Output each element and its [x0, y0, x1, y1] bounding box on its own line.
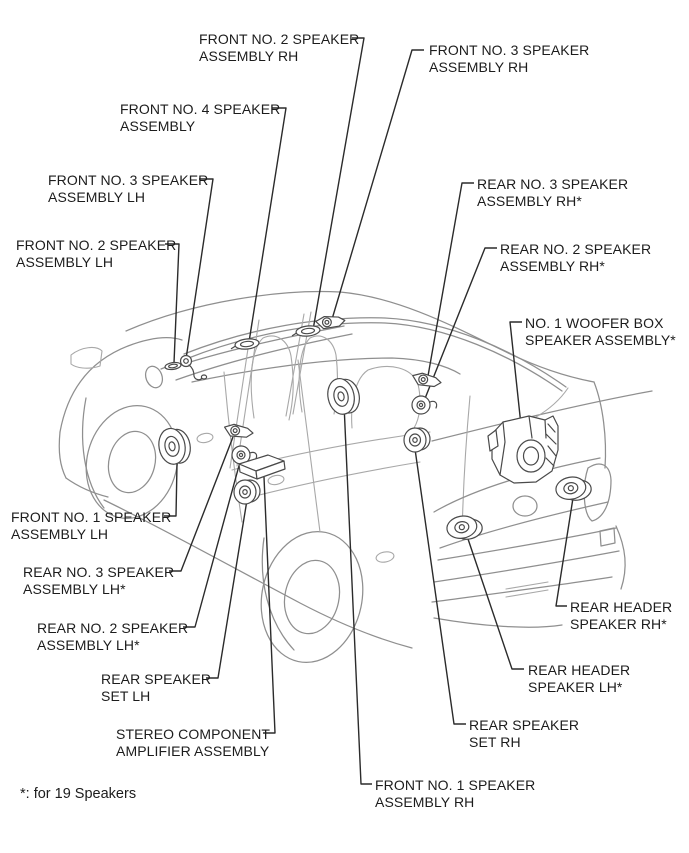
rear-header-speaker-lh-label-line1: REAR HEADER — [528, 662, 631, 678]
leader-line-rear-speaker-set-lh-label — [206, 499, 248, 679]
leader-line-rear-speaker-set-rh-label — [414, 448, 466, 725]
front-no4-speaker-label-line2: ASSEMBLY — [120, 118, 196, 134]
leader-line-front-no3-speaker-lh-label — [185, 178, 214, 360]
rear-speaker-set-rh-label-line2: SET RH — [469, 734, 521, 750]
rear-no3-speaker-rh-label-line2: ASSEMBLY RH* — [477, 193, 582, 209]
front-no1-speaker-rh-label-line2: ASSEMBLY RH — [375, 794, 475, 810]
rear-speaker-set-rh-label-line1: REAR SPEAKER — [469, 717, 580, 733]
rear-no3-speaker-lh-label-line1: REAR NO. 3 SPEAKER — [23, 564, 175, 580]
rear-speaker-set-rh-part — [403, 427, 431, 453]
rear-header-speaker-lh-label-line2: SPEAKER LH* — [528, 679, 623, 695]
front-no1-speaker-lh-part — [155, 424, 194, 467]
stereo-amplifier-label-line1: STEREO COMPONENT — [116, 726, 271, 742]
stereo-amplifier-label-line2: AMPLIFIER ASSEMBLY — [116, 743, 270, 759]
front-no2-speaker-lh-part — [164, 360, 182, 372]
front-no2-speaker-lh-label-line2: ASSEMBLY LH — [16, 254, 114, 270]
leader-line-stereo-amplifier-label — [263, 476, 276, 734]
front-no1-speaker-lh-label-line2: ASSEMBLY LH — [11, 526, 109, 542]
leader-line-rear-no3-speaker-rh-label — [427, 182, 474, 377]
front-no4-speaker-label-line1: FRONT NO. 4 SPEAKER — [120, 101, 281, 117]
front-no3-speaker-rh-label-line2: ASSEMBLY RH — [429, 59, 529, 75]
leader-line-front-no4-speaker-label — [248, 107, 287, 343]
rear-no3-speaker-lh-part — [222, 422, 255, 440]
front-no2-speaker-lh-label-line1: FRONT NO. 2 SPEAKER — [16, 237, 177, 253]
front-no1-speaker-rh-part — [323, 374, 363, 418]
rear-header-speaker-rh-label-line2: SPEAKER RH* — [570, 616, 667, 632]
rear-header-speaker-lh-part — [444, 512, 485, 544]
front-no1-speaker-rh-label-line1: FRONT NO. 1 SPEAKER — [375, 777, 536, 793]
rear-header-speaker-rh-label-line1: REAR HEADER — [570, 599, 673, 615]
no1-woofer-box-label-line1: NO. 1 WOOFER BOX — [525, 315, 664, 331]
front-no3-speaker-lh-label-line2: ASSEMBLY LH — [48, 189, 146, 205]
front-no3-speaker-rh-label-line1: FRONT NO. 3 SPEAKER — [429, 42, 590, 58]
leader-line-rear-header-speaker-lh-label — [466, 535, 524, 670]
leader-line-front-no3-speaker-rh-label — [329, 49, 424, 327]
front-no3-speaker-lh-label-line1: FRONT NO. 3 SPEAKER — [48, 172, 209, 188]
rear-no2-speaker-rh-label-line2: ASSEMBLY RH* — [500, 258, 605, 274]
leader-line-front-no2-speaker-rh-label — [312, 37, 365, 331]
rear-no3-speaker-rh-label-line1: REAR NO. 3 SPEAKER — [477, 176, 629, 192]
rear-no2-speaker-rh-label-line1: REAR NO. 2 SPEAKER — [500, 241, 652, 257]
rear-header-speaker-rh-part — [553, 473, 594, 505]
rear-no2-speaker-rh-part — [411, 395, 438, 415]
leader-line-front-no1-speaker-rh-label — [343, 403, 372, 785]
footnote-19-speakers: *: for 19 Speakers — [20, 786, 137, 802]
leader-lines — [164, 37, 574, 785]
rear-speaker-set-lh-label-line2: SET LH — [101, 688, 151, 704]
front-no1-speaker-lh-label-line1: FRONT NO. 1 SPEAKER — [11, 509, 172, 525]
front-no2-speaker-rh-label-line1: FRONT NO. 2 SPEAKER — [199, 31, 360, 47]
no1-woofer-box-speaker-part — [487, 415, 559, 484]
front-no2-speaker-rh-label-line2: ASSEMBLY RH — [199, 48, 299, 64]
front-no3-speaker-lh-part — [179, 354, 208, 381]
leader-line-rear-no3-speaker-lh-label — [169, 436, 234, 572]
rear-no2-speaker-lh-label-line1: REAR NO. 2 SPEAKER — [37, 620, 189, 636]
leader-line-no1-woofer-box-label — [509, 321, 524, 445]
rear-no2-speaker-lh-label-line2: ASSEMBLY LH* — [37, 637, 140, 653]
rear-no3-speaker-lh-label-line2: ASSEMBLY LH* — [23, 581, 126, 597]
rear-speaker-set-lh-part — [233, 479, 261, 505]
leader-line-rear-header-speaker-rh-label — [555, 497, 574, 607]
leader-line-rear-no2-speaker-lh-label — [183, 461, 241, 628]
rear-no3-speaker-rh-part — [410, 371, 443, 390]
leader-line-front-no1-speaker-lh-label — [164, 463, 178, 517]
leader-line-rear-no2-speaker-rh-label — [423, 247, 497, 402]
no1-woofer-box-label-line2: SPEAKER ASSEMBLY* — [525, 332, 676, 348]
leader-line-front-no2-speaker-lh-label — [165, 243, 180, 364]
rear-speaker-set-lh-label-line1: REAR SPEAKER — [101, 671, 212, 687]
